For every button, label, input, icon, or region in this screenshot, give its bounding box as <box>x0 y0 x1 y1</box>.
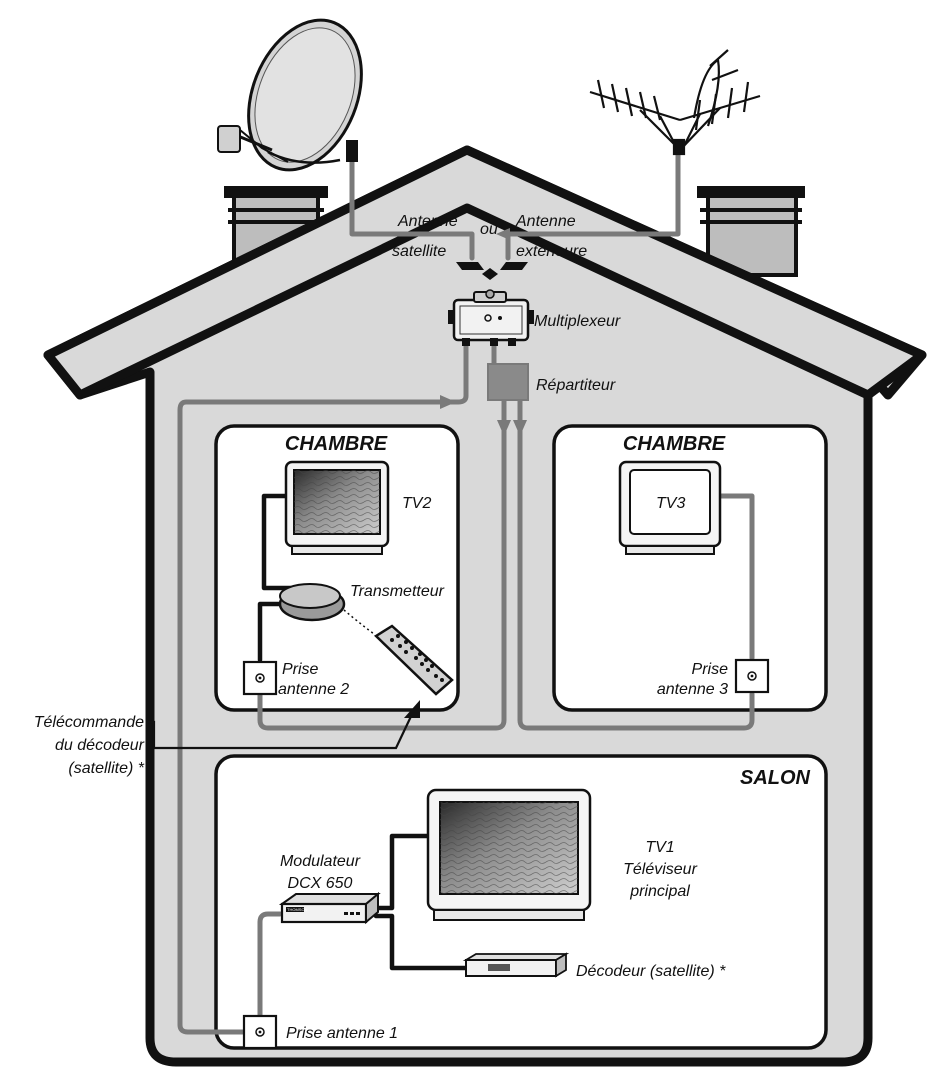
modulator-icon: THOMSON <box>278 891 381 925</box>
wall-socket-prise-2 <box>242 660 278 696</box>
label-prise3-2: antenne 3 <box>657 681 728 698</box>
splitter-icon <box>487 363 529 401</box>
chimney-bands <box>228 208 802 224</box>
tv1-icon <box>426 788 592 921</box>
tv3-icon <box>618 460 722 555</box>
label-tv2: TV2 <box>402 495 431 512</box>
label-tv1-3: principal <box>629 883 690 900</box>
remote-control-icon <box>373 624 454 696</box>
label-modulateur-2: DCX 650 <box>288 875 353 892</box>
satellite-dish-icon <box>217 18 363 172</box>
label-tv1-1: TV1 <box>645 839 674 856</box>
label-prise3-1: Prise <box>692 661 729 678</box>
label-room-salon: SALON <box>740 767 811 789</box>
label-antenne-satellite-1: Antenne <box>397 213 458 230</box>
label-antenne-satellite-2: satellite <box>392 243 446 260</box>
label-modulateur-1: Modulateur <box>280 853 361 870</box>
multiplexer-icon <box>448 289 534 346</box>
terrestrial-antenna-icon <box>589 49 761 156</box>
tv2-icon <box>284 460 390 555</box>
label-telecommande-2: du décodeur <box>55 737 145 754</box>
label-transmetteur: Transmetteur <box>350 583 445 600</box>
label-prise2-1: Prise <box>282 661 319 678</box>
telecommande-pointer <box>148 700 420 750</box>
label-multiplexeur: Multiplexeur <box>534 313 621 330</box>
label-tv3: TV3 <box>656 495 685 512</box>
black-cables <box>257 493 469 971</box>
grey-cables <box>177 142 755 1035</box>
label-repartiteur: Répartiteur <box>536 377 616 394</box>
label-decodeur: Décodeur (satellite) * <box>576 963 726 980</box>
label-prise2-2: antenne 2 <box>278 681 349 698</box>
modulator-brand: THOMSON <box>287 907 308 912</box>
label-ou: ou <box>480 221 498 238</box>
label-prise1: Prise antenne 1 <box>286 1025 398 1042</box>
label-tv1-2: Téléviseur <box>623 861 697 878</box>
label-antenne-ext-1: Antenne <box>515 213 576 230</box>
wall-socket-prise-3 <box>734 658 770 694</box>
wall-socket-prise-1 <box>242 1014 278 1050</box>
label-telecommande-1: Télécommande <box>34 714 144 731</box>
label-room-chambre-right: CHAMBRE <box>623 433 726 455</box>
label-room-chambre-left: CHAMBRE <box>285 433 388 455</box>
label-antenne-ext-2: extérieure <box>516 243 587 260</box>
arrow-heads <box>440 228 527 436</box>
label-telecommande-3: (satellite) * <box>68 760 144 777</box>
decoder-icon <box>462 952 570 978</box>
connector-marks <box>456 262 528 280</box>
transmitter-icon <box>278 583 375 635</box>
